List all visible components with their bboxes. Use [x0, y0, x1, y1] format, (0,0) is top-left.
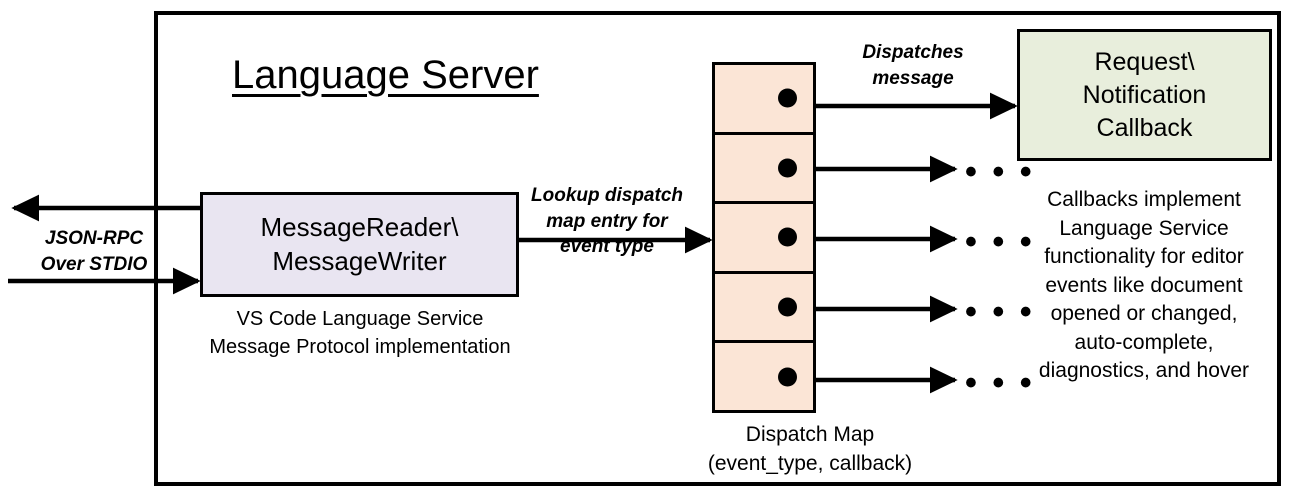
- message-reader-caption: VS Code Language Service Message Protoco…: [190, 306, 530, 361]
- callback-caption-line-3: functionality for editor: [1044, 245, 1244, 269]
- page-title: Language Server: [232, 53, 539, 97]
- edge-label-dispatches-message: Dispatches message: [828, 40, 998, 91]
- callback-caption-line-1: Callbacks implement: [1047, 188, 1241, 211]
- message-reader-writer-line-2: MessageWriter: [272, 245, 447, 276]
- edge-label-lookup-line-1: Lookup dispatch: [531, 185, 683, 206]
- filled-dot-icon: [778, 158, 797, 178]
- callback-caption-line-5: opened or changed,: [1050, 302, 1238, 326]
- dispatch-map-row[interactable]: [715, 65, 813, 135]
- edge-label-lookup-line-3: event type: [560, 236, 654, 258]
- language-server-boundary: [154, 11, 1281, 486]
- dispatch-map-row[interactable]: [715, 135, 813, 205]
- request-notification-callback-label: Request\ Notification Callback: [1077, 46, 1213, 145]
- message-reader-writer-box[interactable]: MessageReader\ MessageWriter: [200, 192, 519, 297]
- edge-label-dispatches-line-1: Dispatches: [862, 42, 964, 63]
- ellipsis-row-4: • • •: [965, 293, 1035, 331]
- filled-dot-icon: [778, 88, 797, 108]
- dispatch-map-caption-line-2: (event_type, callback): [707, 451, 913, 475]
- filled-dot-icon: [778, 367, 797, 387]
- edge-label-jsonrpc-line-2: Over STDIO: [40, 253, 148, 275]
- callback-caption-line-2: Language Service: [1059, 216, 1229, 240]
- callback-caption-line-7: diagnostics, and hover: [1038, 359, 1250, 383]
- ellipsis-row-3: • • •: [965, 223, 1035, 261]
- dispatch-map-caption: Dispatch Map (event_type, callback): [640, 421, 980, 479]
- message-reader-writer-label: MessageReader\ MessageWriter: [255, 211, 465, 278]
- callback-line-2: Notification: [1082, 80, 1207, 109]
- callback-caption-line-4: events like document: [1045, 273, 1243, 297]
- dispatch-map-caption-line-1: Dispatch Map: [745, 423, 875, 446]
- edge-label-dispatches-line-2: message: [872, 67, 954, 89]
- callback-caption-line-6: auto-complete,: [1074, 330, 1214, 354]
- message-reader-caption-line-1: VS Code Language Service: [236, 308, 484, 330]
- edge-label-jsonrpc: JSON-RPC Over STDIO: [14, 226, 174, 277]
- request-notification-callback-box[interactable]: Request\ Notification Callback: [1017, 29, 1272, 161]
- dispatch-map-row[interactable]: [715, 343, 813, 410]
- edge-label-lookup-line-2: map entry for: [546, 210, 668, 232]
- edge-label-lookup-dispatch: Lookup dispatch map entry for event type: [512, 183, 702, 260]
- filled-dot-icon: [778, 227, 797, 247]
- dispatch-map-row[interactable]: [715, 274, 813, 344]
- callback-line-3: Callback: [1096, 113, 1193, 142]
- callback-line-1: Request\: [1094, 47, 1195, 76]
- ellipsis-row-5: • • •: [965, 364, 1035, 402]
- filled-dot-icon: [778, 297, 797, 317]
- message-reader-writer-line-1: MessageReader\: [260, 212, 459, 243]
- edge-label-jsonrpc-line-1: JSON-RPC: [44, 228, 144, 249]
- dispatch-map-table[interactable]: [712, 62, 816, 413]
- callback-caption: Callbacks implement Language Service fun…: [1008, 186, 1280, 386]
- message-reader-caption-line-2: Message Protocol implementation: [209, 335, 511, 358]
- dispatch-map-row[interactable]: [715, 204, 813, 274]
